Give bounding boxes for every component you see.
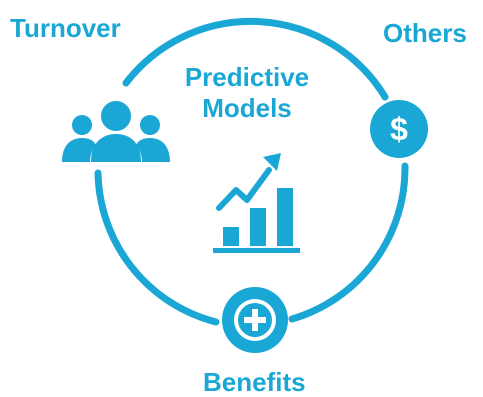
dollar-circle-icon: $ <box>370 100 428 158</box>
svg-text:$: $ <box>390 111 408 147</box>
ring-arc-right <box>288 162 409 323</box>
others-label: Others <box>383 18 467 48</box>
benefits-label: Benefits <box>203 367 306 397</box>
plus-circle-icon <box>222 287 288 353</box>
center-title-line-1: Predictive <box>184 62 310 92</box>
people-group-icon <box>62 101 170 162</box>
ring-arc-left <box>94 169 220 326</box>
center-title: Predictive Models <box>162 62 332 124</box>
center-title-line-2: Models <box>202 93 292 123</box>
ring-arc-top <box>122 17 389 101</box>
turnover-label: Turnover <box>10 13 121 43</box>
bar-chart-trend-icon <box>213 153 300 253</box>
